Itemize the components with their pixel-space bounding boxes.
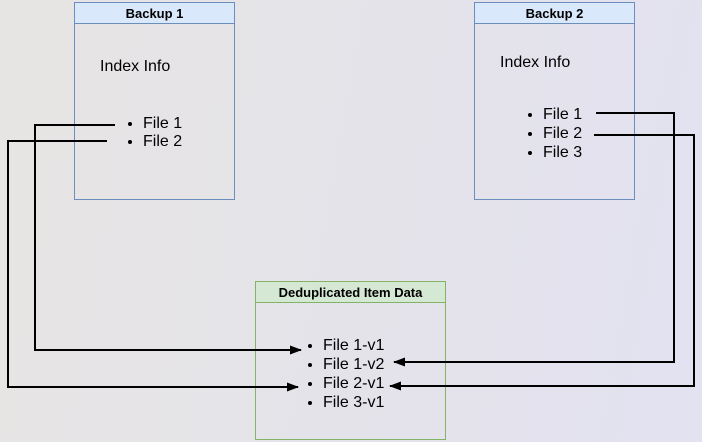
backup2-title: Backup 2 — [475, 3, 634, 24]
file-item: File 2 — [143, 133, 182, 151]
backup2-file-list: File 1 File 2 File 3 — [526, 105, 582, 162]
backup2-subtitle: Index Info — [500, 54, 571, 71]
file-item: File 3-v1 — [323, 393, 384, 412]
backup1-title: Backup 1 — [75, 3, 234, 24]
backup2-box: Backup 2 Index Info File 1 File 2 File 3 — [474, 2, 635, 200]
file-item: File 3 — [543, 143, 582, 162]
dedup-box: Deduplicated Item Data File 1-v1 File 1-… — [255, 281, 446, 440]
file-item: File 2-v1 — [323, 374, 384, 393]
file-item: File 1-v2 — [323, 355, 384, 374]
file-item: File 1 — [543, 105, 582, 124]
backup1-subtitle: Index Info — [100, 58, 171, 75]
dedup-item-list: File 1-v1 File 1-v2 File 2-v1 File 3-v1 — [306, 336, 384, 412]
file-item: File 1-v1 — [323, 336, 384, 355]
file-item: File 2 — [543, 124, 582, 143]
dedup-title: Deduplicated Item Data — [256, 282, 445, 303]
file-item: File 1 — [143, 115, 182, 133]
backup1-box: Backup 1 Index Info File 1 File 2 — [74, 2, 235, 200]
backup1-file-list: File 1 File 2 — [126, 115, 182, 151]
